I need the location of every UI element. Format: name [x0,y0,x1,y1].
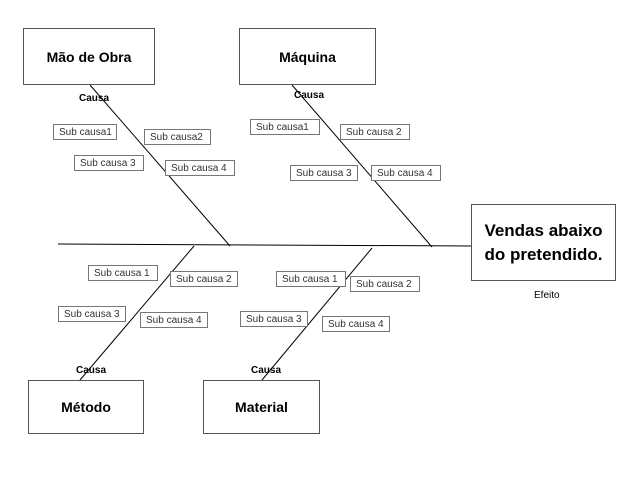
cause-title-metodo: Método [61,399,111,415]
cause-title-mao-de-obra: Mão de Obra [46,48,132,65]
cause-label-maquina: Causa [294,90,325,101]
bone-material [261,247,373,381]
sub-cause-mao-de-obra-3: Sub causa 3 [74,155,144,171]
effect-line-2: do pretendido. [484,244,603,264]
cause-title-maquina: Máquina [279,48,336,65]
bone-metodo [79,245,195,381]
cause-box-maquina: Máquina [239,28,376,85]
cause-box-metodo: Método [28,380,144,434]
cause-label-mao-de-obra: Causa [79,93,110,104]
sub-cause-metodo-2: Sub causa 2 [170,271,238,287]
cause-box-mao-de-obra: Mão de Obra [23,28,155,85]
sub-cause-metodo-4: Sub causa 4 [140,312,208,328]
cause-label-metodo: Causa [76,365,107,376]
sub-cause-mao-de-obra-4: Sub causa 4 [165,160,235,176]
sub-cause-material-2: Sub causa 2 [350,276,420,292]
sub-cause-maquina-2: Sub causa 2 [340,124,410,140]
sub-cause-material-1: Sub causa 1 [276,271,346,287]
sub-cause-material-3: Sub causa 3 [240,311,308,327]
sub-cause-maquina-1: Sub causa1 [250,119,320,135]
spine-line [57,243,473,247]
effect-box: Vendas abaixo do pretendido. [471,204,616,281]
sub-cause-material-4: Sub causa 4 [322,316,390,332]
sub-cause-metodo-3: Sub causa 3 [58,306,126,322]
cause-title-material: Material [235,399,288,415]
bone-maquina [291,84,433,248]
effect-label: Efeito [534,290,560,301]
sub-cause-metodo-1: Sub causa 1 [88,265,158,281]
sub-cause-maquina-4: Sub causa 4 [371,165,441,181]
sub-cause-maquina-3: Sub causa 3 [290,165,358,181]
cause-label-material: Causa [251,365,282,376]
effect-line-1: Vendas abaixo [484,220,603,240]
bone-mao-de-obra [89,84,231,247]
sub-cause-mao-de-obra-1: Sub causa1 [53,124,117,140]
sub-cause-mao-de-obra-2: Sub causa2 [144,129,211,145]
cause-box-material: Material [203,380,320,434]
